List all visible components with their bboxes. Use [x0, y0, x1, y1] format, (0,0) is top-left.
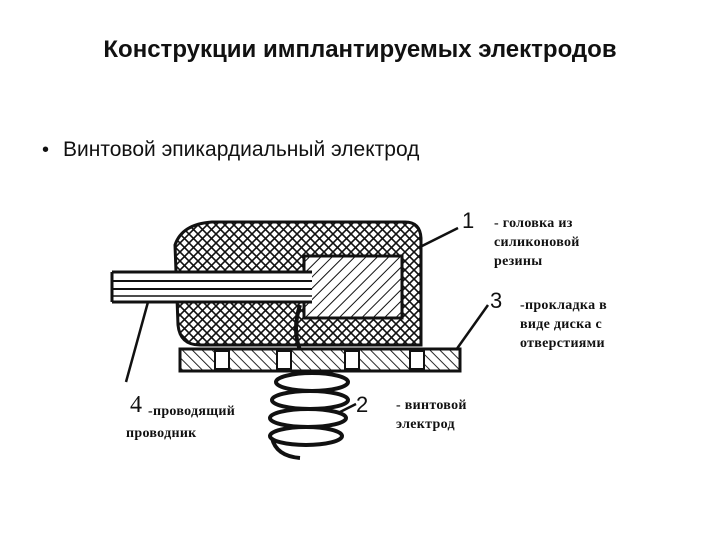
label-conductor-line2: проводник: [126, 426, 197, 441]
bullet-text: Винтовой эпикардиальный электрод: [63, 138, 420, 161]
number-1: 1: [462, 208, 475, 233]
leader-3: [454, 304, 490, 351]
bullet-icon: •: [42, 139, 50, 161]
label-conductor-line1: -проводящий: [148, 404, 236, 419]
bullet-item: • Винтовой эпикардиальный электрод: [42, 138, 419, 162]
leader-4: [124, 301, 150, 383]
spiral-stem: [294, 304, 302, 351]
leader-1: [421, 226, 459, 248]
number-4: 4: [130, 392, 142, 418]
spiral-electrode: [268, 371, 350, 460]
number-2: 2: [356, 392, 369, 417]
leader-2: [339, 402, 357, 414]
conductor-wire: [110, 270, 312, 304]
slide-title: Конструкции имплантируемых электродов: [103, 36, 617, 63]
gasket-disc: [178, 347, 462, 373]
number-3: 3: [490, 288, 503, 313]
inner-core: [302, 254, 404, 320]
